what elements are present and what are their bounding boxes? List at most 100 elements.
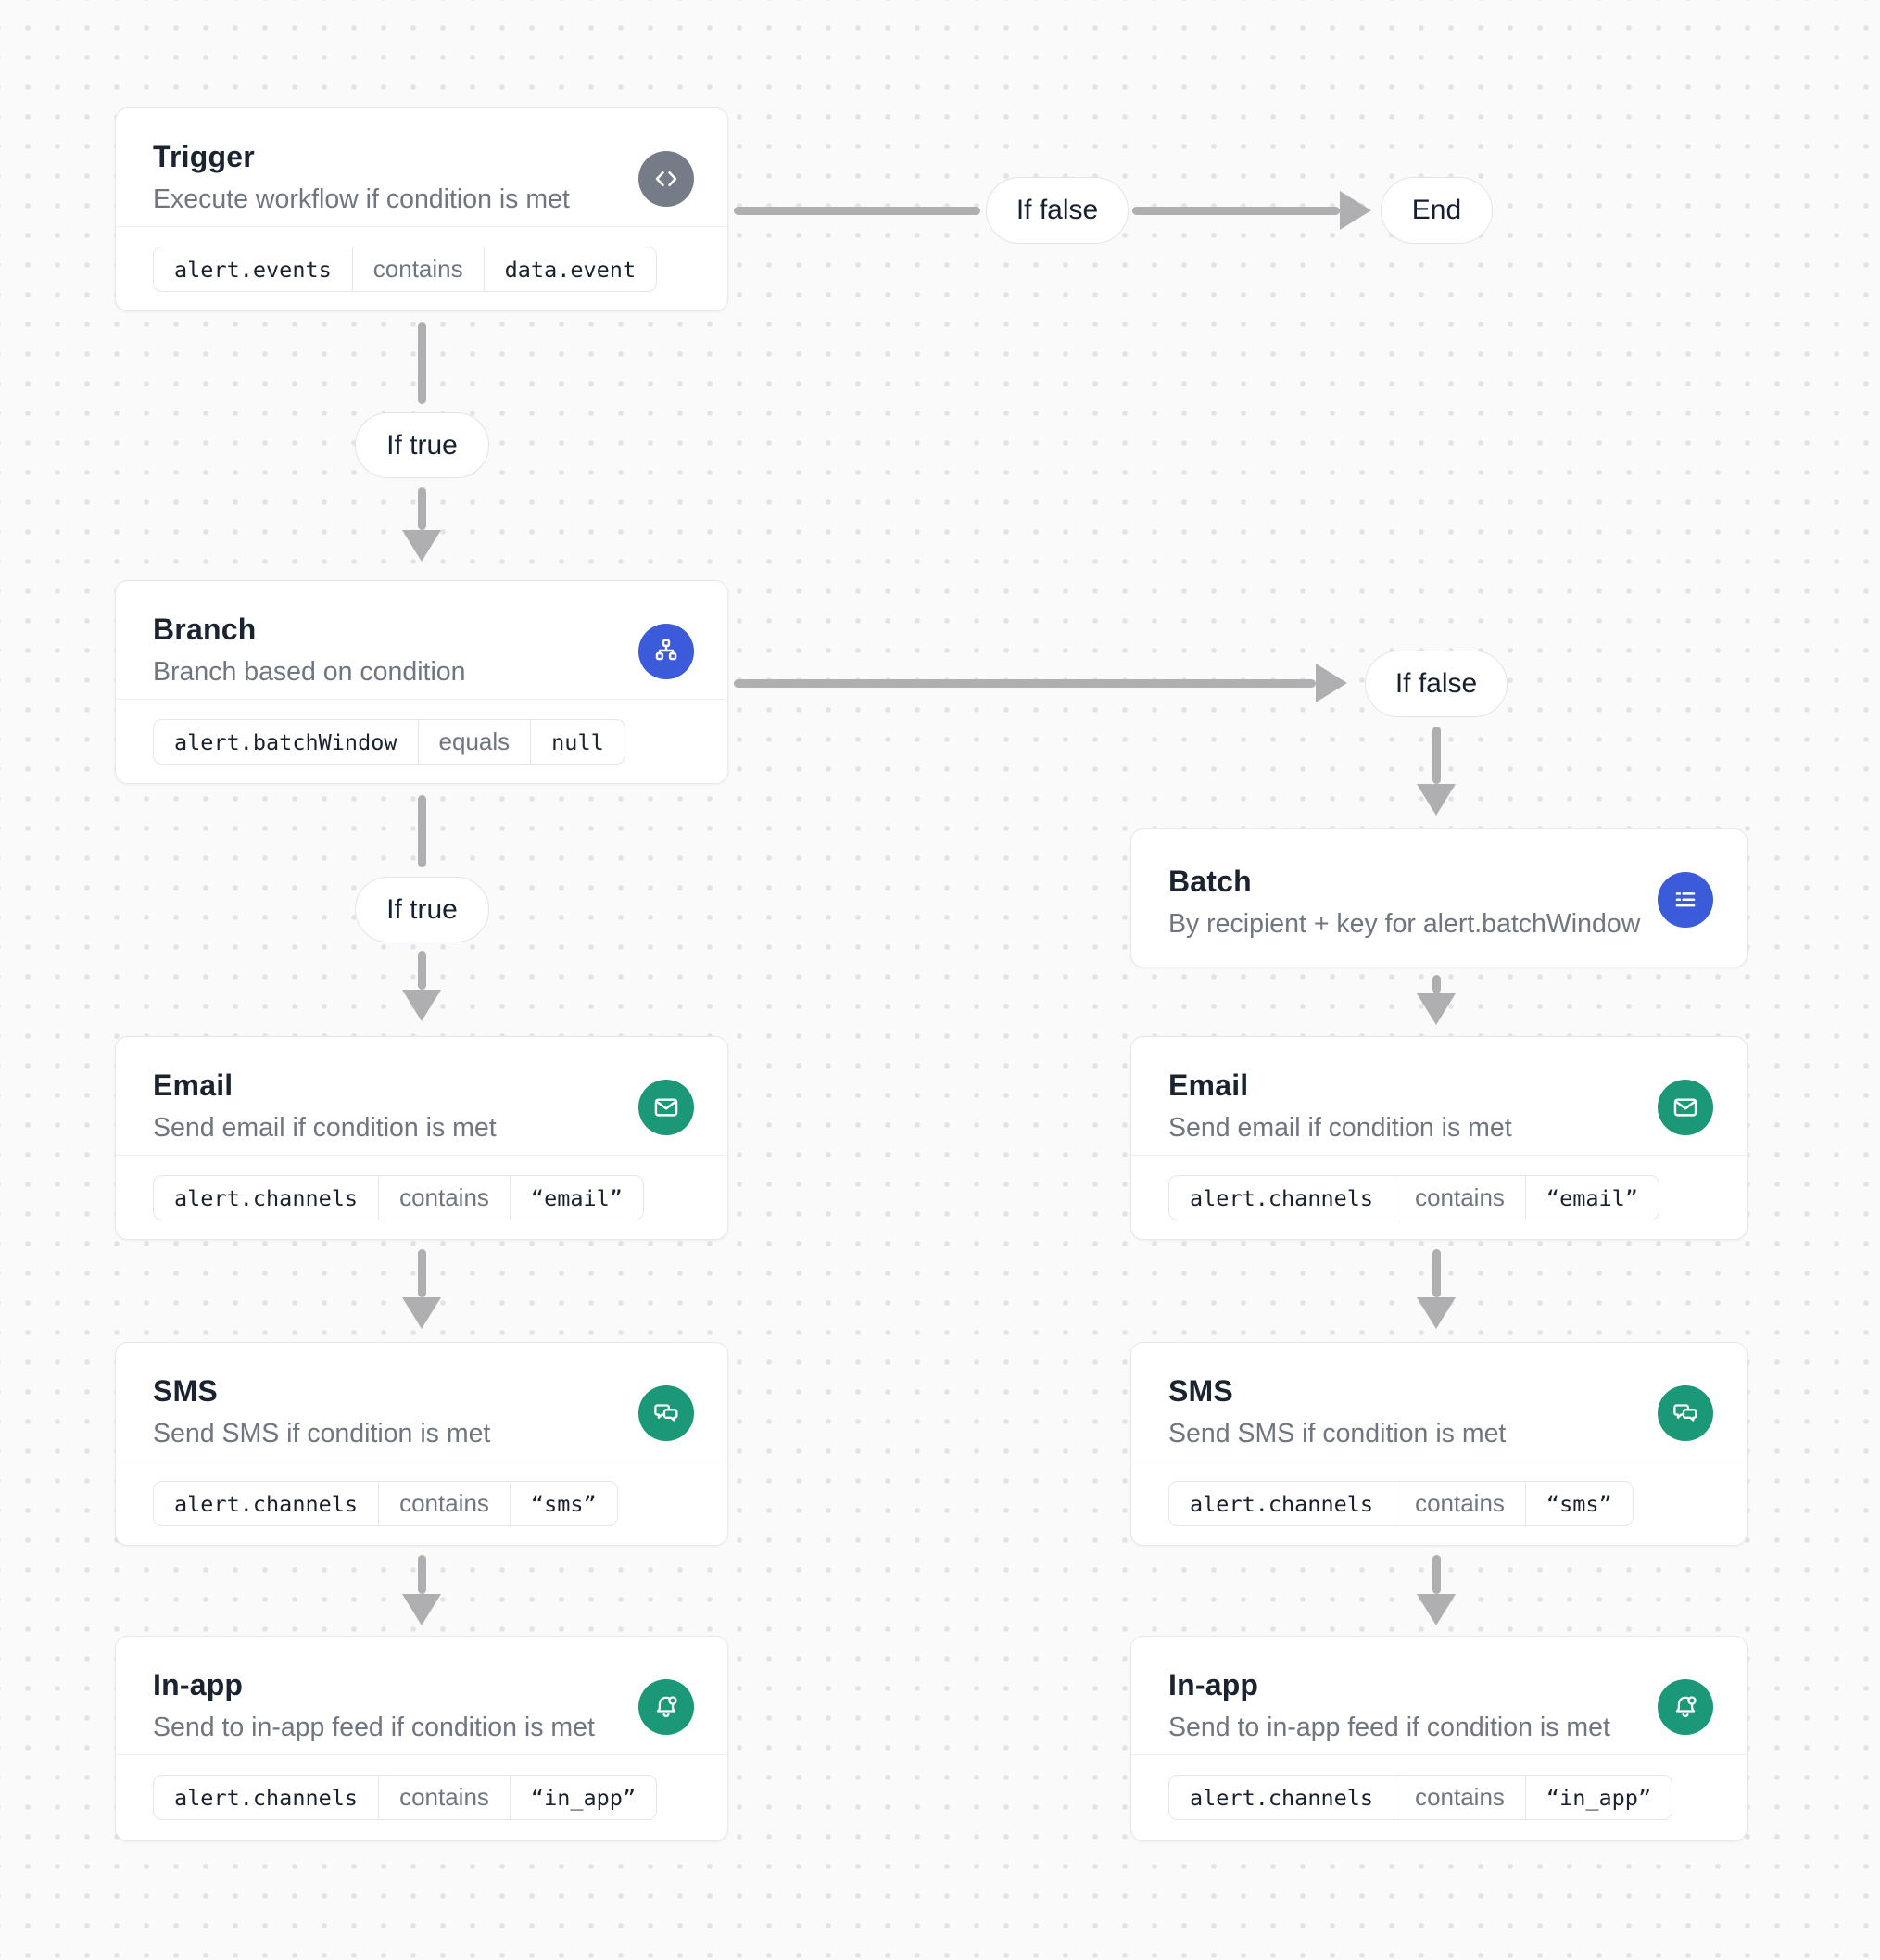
node-subtitle: By recipient + key for alert.batchWindow: [1168, 909, 1641, 939]
connector-iftrue-email: [418, 951, 426, 990]
node-trigger[interactable]: Trigger Execute workflow if condition is…: [115, 107, 728, 311]
edge-label-if-false-2: If false: [1365, 651, 1508, 717]
arrowhead-inapp-right: [1417, 1594, 1456, 1625]
edge-label-if-true-2: If true: [355, 877, 489, 942]
node-branch[interactable]: Branch Branch based on condition alert.b…: [115, 580, 728, 784]
condition-operator: contains: [351, 247, 484, 291]
node-header: In-app Send to in-app feed if condition …: [1131, 1637, 1747, 1754]
condition-property: alert.channels: [1190, 1784, 1374, 1811]
node-title: In-app: [153, 1668, 244, 1701]
arrowhead-inapp-left: [402, 1594, 441, 1625]
condition-operator: equals: [417, 720, 531, 764]
condition-value: “sms”: [509, 1482, 617, 1525]
arrowhead-iffalse: [1316, 664, 1347, 702]
node-header: SMS Send SMS if condition is met: [116, 1343, 727, 1461]
node-title: Batch: [1168, 865, 1252, 898]
node-header: Email Send email if condition is met: [1131, 1037, 1747, 1155]
node-email-left[interactable]: Email Send email if condition is met ale…: [115, 1036, 728, 1240]
condition-value: “in_app”: [509, 1776, 656, 1819]
condition-row: alert.channels contains “in_app”: [116, 1754, 727, 1840]
node-subtitle: Branch based on condition: [153, 657, 466, 687]
condition-value: “email”: [1524, 1176, 1659, 1220]
node-subtitle: Execute workflow if condition is met: [153, 184, 570, 214]
condition-row: alert.events contains data.event: [116, 226, 727, 312]
node-subtitle: Send SMS if condition is met: [1168, 1419, 1507, 1448]
condition-row: alert.channels contains “sms”: [1131, 1461, 1747, 1547]
node-batch[interactable]: Batch By recipient + key for alert.batch…: [1130, 828, 1748, 967]
node-sms-left[interactable]: SMS Send SMS if condition is met alert.c…: [115, 1342, 728, 1546]
condition-value: null: [530, 720, 625, 764]
condition-property: alert.events: [174, 256, 332, 283]
arrowhead-branch: [402, 530, 441, 562]
node-title: Trigger: [153, 140, 255, 173]
arrowhead-email-left: [402, 990, 441, 1021]
node-title: In-app: [1168, 1668, 1259, 1701]
node-sms-right[interactable]: SMS Send SMS if condition is met alert.c…: [1130, 1342, 1748, 1546]
bell-alert-icon: [638, 1679, 694, 1735]
condition-value: “email”: [509, 1176, 643, 1220]
condition-value: “sms”: [1524, 1482, 1633, 1525]
node-header: In-app Send to in-app feed if condition …: [116, 1637, 727, 1754]
node-subtitle: Send email if condition is met: [1168, 1113, 1512, 1143]
node-inapp-right[interactable]: In-app Send to in-app feed if condition …: [1130, 1636, 1748, 1841]
queue-list-icon: [1658, 872, 1713, 928]
arrowhead-sms-right: [1417, 1297, 1456, 1329]
node-subtitle: Send to in-app feed if condition is met: [1168, 1713, 1610, 1742]
condition-chip: alert.batchWindow equals null: [153, 719, 625, 765]
connector-branch-iftrue: [418, 795, 426, 867]
condition-chip: alert.channels contains “sms”: [153, 1481, 618, 1526]
condition-operator: contains: [1394, 1776, 1525, 1819]
connector-batch-email: [1432, 975, 1441, 993]
node-subtitle: Send to in-app feed if condition is met: [153, 1713, 595, 1742]
condition-chip: alert.events contains data.event: [153, 247, 658, 292]
condition-chip: alert.channels contains “sms”: [1168, 1481, 1634, 1526]
connector-email-sms-right: [1432, 1249, 1441, 1297]
edge-label-if-false-1: If false: [986, 177, 1129, 244]
arrowhead-sms-left: [402, 1297, 441, 1329]
condition-value: data.event: [483, 247, 656, 291]
condition-property: alert.channels: [174, 1184, 359, 1211]
node-header: Email Send email if condition is met: [116, 1037, 727, 1155]
node-title: SMS: [153, 1374, 218, 1408]
condition-property: alert.channels: [1190, 1184, 1374, 1211]
condition-property: alert.batchWindow: [174, 728, 397, 755]
condition-operator: contains: [1394, 1482, 1525, 1525]
arrowhead-end: [1340, 191, 1371, 230]
condition-property: alert.channels: [1190, 1490, 1374, 1517]
connector-iffalse-batch: [1432, 727, 1441, 784]
connector-branch-iffalse: [734, 679, 1316, 688]
envelope-icon: [1658, 1080, 1713, 1135]
condition-row: alert.channels contains “email”: [1131, 1155, 1747, 1241]
node-email-right[interactable]: Email Send email if condition is met ale…: [1130, 1036, 1748, 1240]
condition-row: alert.channels contains “email”: [116, 1155, 727, 1241]
code-icon: [638, 151, 694, 207]
condition-chip: alert.channels contains “in_app”: [1168, 1775, 1673, 1820]
condition-row: alert.batchWindow equals null: [116, 699, 727, 785]
connector-trigger-iftrue: [418, 322, 426, 404]
node-title: Branch: [153, 613, 257, 646]
node-header: SMS Send SMS if condition is met: [1131, 1343, 1747, 1461]
node-header: Branch Branch based on condition: [116, 581, 727, 699]
node-header: Batch By recipient + key for alert.batch…: [1131, 829, 1747, 941]
node-title: Email: [1168, 1069, 1249, 1102]
condition-chip: alert.channels contains “email”: [153, 1175, 644, 1220]
chat-bubbles-icon: [638, 1385, 694, 1441]
node-end: End: [1381, 177, 1493, 244]
condition-chip: alert.channels contains “in_app”: [153, 1775, 658, 1820]
connector-sms-inapp-right: [1432, 1555, 1441, 1594]
connector-iftrue-branch: [418, 487, 426, 530]
arrowhead-email-right: [1417, 993, 1456, 1025]
chat-bubbles-icon: [1658, 1385, 1713, 1441]
connector-email-sms-left: [418, 1249, 426, 1297]
condition-property: alert.channels: [174, 1784, 359, 1811]
arrowhead-batch: [1417, 784, 1456, 816]
condition-operator: contains: [378, 1176, 510, 1220]
condition-operator: contains: [1394, 1176, 1525, 1220]
node-title: Email: [153, 1069, 233, 1102]
node-header: Trigger Execute workflow if condition is…: [116, 108, 727, 226]
node-inapp-left[interactable]: In-app Send to in-app feed if condition …: [115, 1636, 728, 1841]
condition-row: alert.channels contains “in_app”: [1131, 1754, 1747, 1840]
condition-chip: alert.channels contains “email”: [1168, 1175, 1659, 1220]
condition-row: alert.channels contains “sms”: [116, 1461, 727, 1547]
